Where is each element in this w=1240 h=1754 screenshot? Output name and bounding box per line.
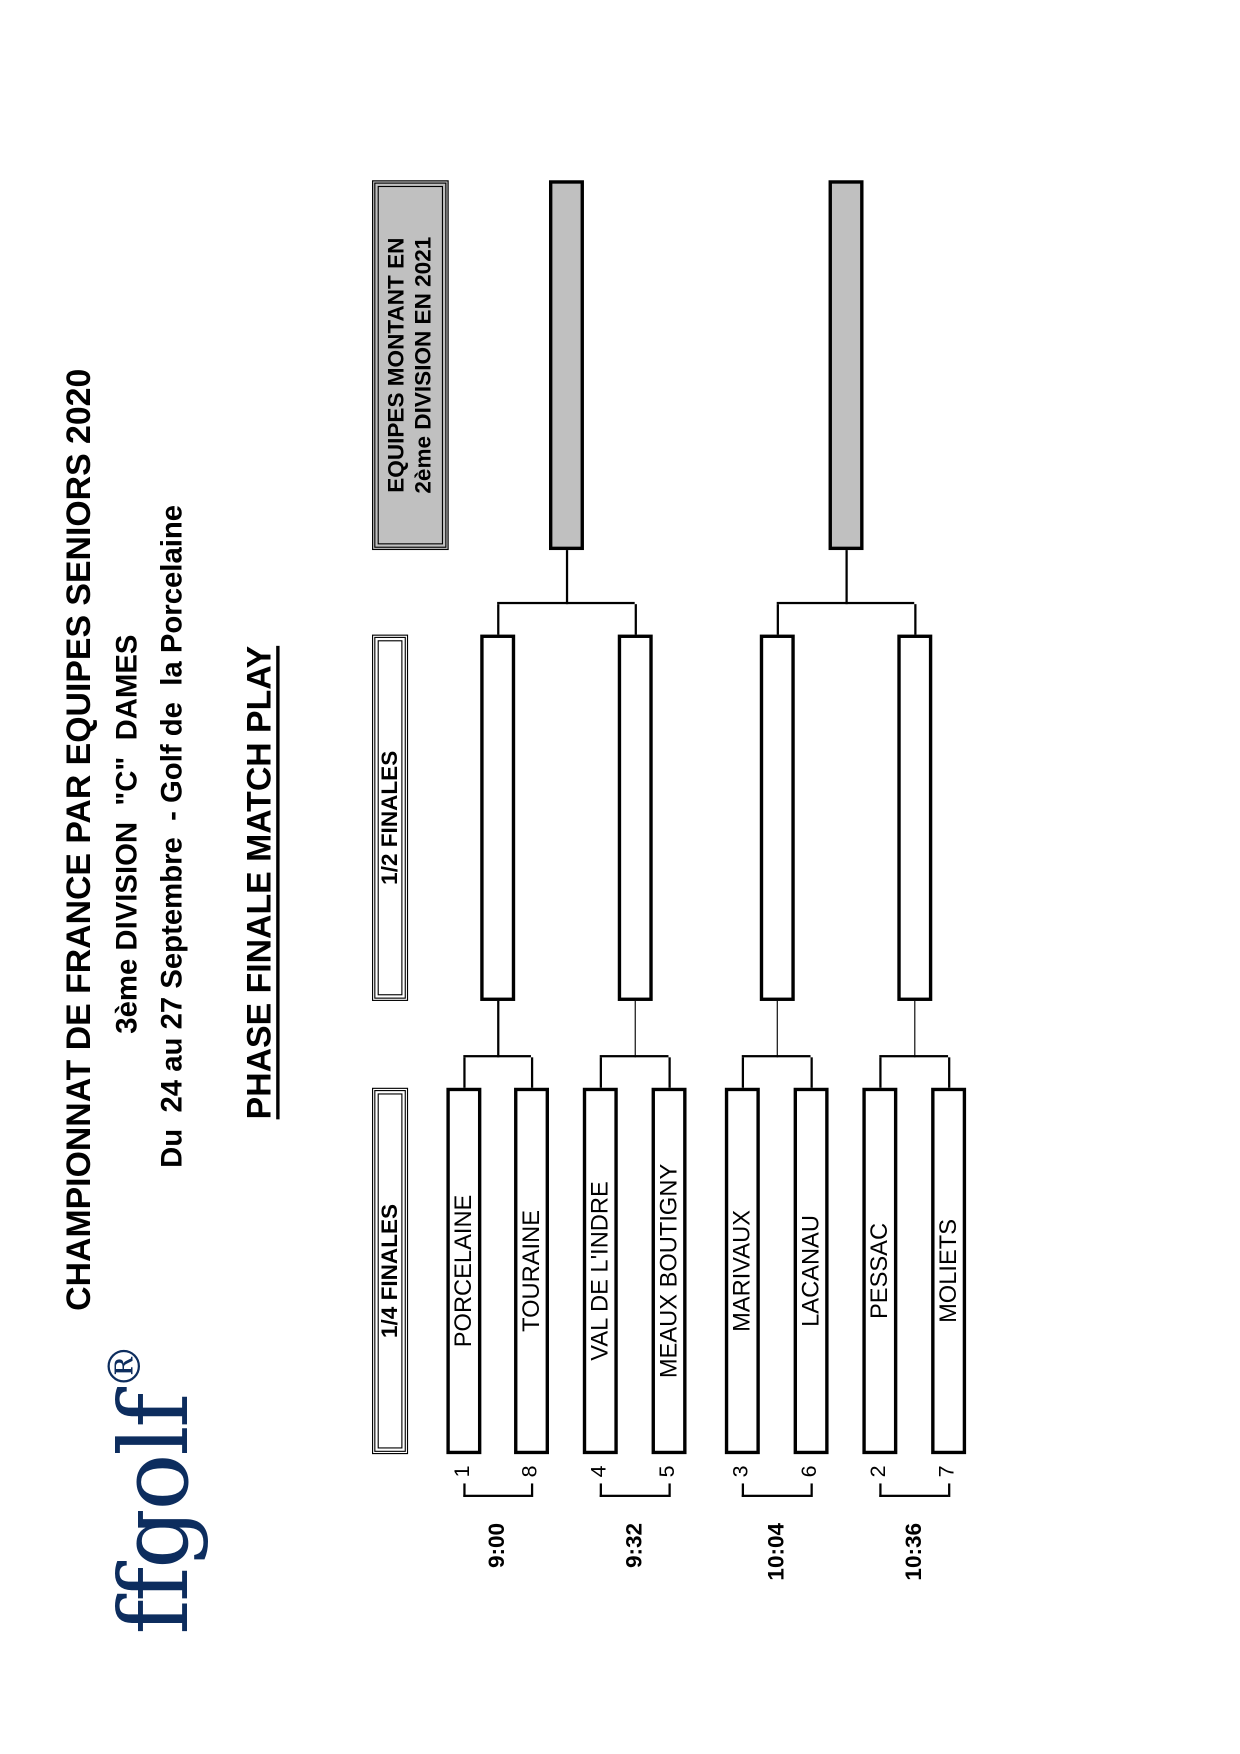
team-slot-quarter[interactable]: MOLIETS: [931, 1087, 967, 1455]
seed-bracket-tick: [530, 1483, 533, 1497]
seed-bracket-tick: [668, 1483, 671, 1497]
team-slot-semi[interactable]: [617, 634, 653, 1001]
team-slot-quarter[interactable]: LACANAU: [793, 1087, 829, 1455]
dates-venue: Du 24 au 27 Septembre - Golf de la Porce…: [154, 504, 189, 1168]
team-slot-quarter[interactable]: TOURAINE: [514, 1087, 549, 1455]
seed-bracket-line: [879, 1495, 949, 1497]
match-time: 10:36: [901, 1522, 927, 1581]
connector-line: [810, 1057, 813, 1088]
connector-line: [565, 550, 568, 605]
connector-line: [668, 1057, 671, 1088]
connector-line: [914, 604, 916, 635]
connector-line: [530, 1057, 533, 1088]
promoted-line-1: EQUIPES MONTANT EN: [384, 237, 410, 493]
connector-line: [599, 1057, 602, 1088]
connector-line: [497, 604, 499, 635]
connector-line: [634, 604, 637, 635]
seed-bracket-line: [599, 1495, 669, 1497]
connector-line: [497, 1000, 499, 1058]
team-slot-quarter[interactable]: MEAUX BOUTIGNY: [651, 1087, 687, 1455]
team-slot-quarter[interactable]: MARIVAUX: [724, 1087, 760, 1455]
connector-line: [741, 1057, 744, 1088]
team-slot-promoted[interactable]: [828, 180, 864, 551]
team-slot-semi[interactable]: [897, 634, 933, 1001]
phase-title: PHASE FINALE MATCH PLAY: [241, 645, 279, 1120]
seed-bracket-tick: [948, 1483, 950, 1497]
team-slot-quarter[interactable]: PORCELAINE: [446, 1087, 482, 1455]
team-slot-promoted[interactable]: [548, 180, 584, 551]
seed-bracket-tick: [810, 1483, 813, 1497]
connector-line: [913, 1000, 916, 1058]
connector-line: [776, 604, 779, 635]
team-slot-quarter[interactable]: PESSAC: [862, 1087, 898, 1455]
column-header-promoted: EQUIPES MONTANT EN 2ème DIVISION EN 2021: [372, 180, 449, 551]
division-subtitle: 3ème DIVISION "C" DAMES: [109, 634, 144, 1034]
page-title: CHAMPIONNAT DE FRANCE PAR EQUIPES SENIOR…: [60, 368, 99, 1311]
connector-line: [845, 550, 848, 605]
team-slot-quarter[interactable]: VAL DE L'INDRE: [582, 1087, 618, 1455]
column-header-quarter: 1/4 FINALES: [372, 1087, 409, 1455]
connector-line: [879, 1057, 881, 1088]
seed-bracket-line: [463, 1495, 531, 1497]
promoted-line-2: 2ème DIVISION EN 2021: [411, 236, 437, 494]
connector-line: [776, 1000, 778, 1058]
seed-bracket-line: [741, 1495, 811, 1497]
team-slot-semi[interactable]: [480, 634, 516, 1001]
match-time: 9:32: [621, 1522, 647, 1569]
connector-line: [634, 1000, 636, 1058]
match-time: 9:00: [484, 1522, 510, 1569]
connector-line: [948, 1057, 950, 1088]
connector-line: [463, 1057, 466, 1088]
column-header-semi: 1/2 FINALES: [372, 634, 409, 1001]
team-slot-semi[interactable]: [759, 634, 795, 1001]
match-time: 10:04: [763, 1522, 789, 1581]
